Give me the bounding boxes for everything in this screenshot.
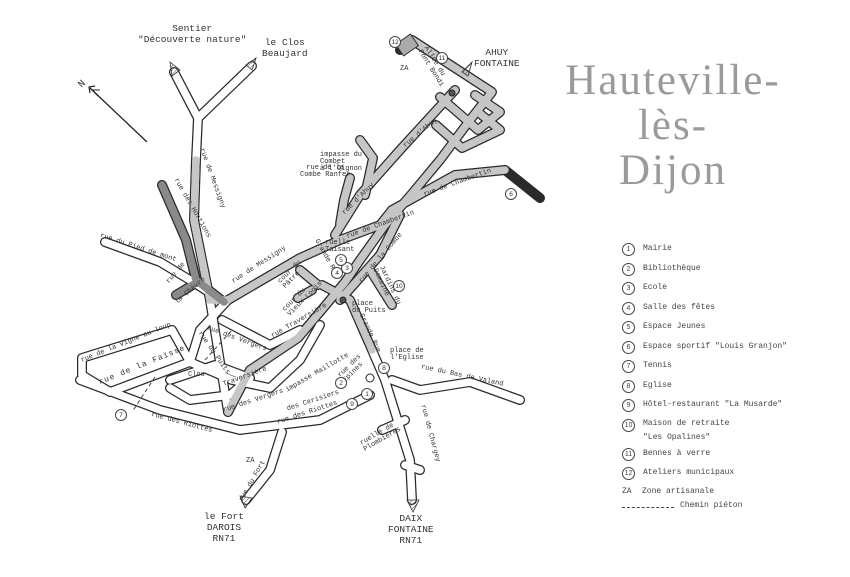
legend-number: 6 xyxy=(622,340,635,354)
map-marker-4[interactable]: 4 xyxy=(331,267,343,279)
dest-ahuy-fontaine: AHUY FONTAINE xyxy=(474,47,520,69)
legend-label: Ecole xyxy=(643,283,668,292)
legend-number: 5 xyxy=(622,321,635,334)
legend-item-ateliers: 12 Ateliers municipaux xyxy=(622,467,822,487)
legend-number: 3 xyxy=(622,282,635,295)
road-network xyxy=(75,35,545,505)
map-marker-2[interactable]: 2 xyxy=(335,377,347,389)
legend-label: Espace sportif "Louis Granjon" xyxy=(643,341,788,351)
small-roundabout xyxy=(365,373,375,383)
map-marker-9[interactable]: 9 xyxy=(346,398,358,410)
legend-item-bennes: 11 Bennes à verre xyxy=(622,447,822,468)
arrow-clos-beaujard-icon xyxy=(245,56,257,71)
map-marker-8[interactable]: 8 xyxy=(378,362,390,374)
legend-item-chemin-pieton: Chemin piéton xyxy=(622,501,822,510)
legend-number: 9 xyxy=(622,399,635,412)
legend-item-espace-jeunes: 5 Espace Jeunes xyxy=(622,321,822,341)
title-line-2: lès- xyxy=(637,102,709,150)
legend-label: Hôtel-restaurant "La Musarde" xyxy=(643,400,783,409)
dest-sentier: Sentier "Découverte nature" xyxy=(138,23,247,45)
legend-za-code: ZA xyxy=(622,486,632,496)
map-marker-11[interactable]: 11 xyxy=(436,52,448,64)
legend-item-bibliotheque: 2 Bibliothèque xyxy=(622,262,822,283)
dashed-line-icon xyxy=(622,501,674,508)
dest-daix: DAIX FONTAINE RN71 xyxy=(388,513,434,546)
street-place-eglise: place de l'Eglise xyxy=(390,347,424,362)
legend-number: 1 xyxy=(622,243,635,256)
legend-label-2: "Les Opalines" xyxy=(643,432,711,442)
legend-label: Bennes à verre xyxy=(643,448,711,458)
arrow-ahuy-icon xyxy=(461,60,473,77)
legend-path-label: Chemin piéton xyxy=(680,500,743,510)
arrow-daix-icon xyxy=(406,499,420,513)
legend-label: Espace Jeunes xyxy=(643,322,706,331)
arrow-le-fort-icon xyxy=(239,495,253,509)
dest-le-fort: le Fort DAROIS RN71 xyxy=(204,511,244,544)
legend-label: Ateliers municipaux xyxy=(643,468,735,477)
legend-label: Eglise xyxy=(643,380,672,390)
legend-item-espace-sportif: 6 Espace sportif "Louis Granjon" xyxy=(622,340,822,361)
map-marker-1[interactable]: 1 xyxy=(361,388,373,400)
title-line-1: Hauteville- xyxy=(565,57,781,104)
ateliers-zone xyxy=(394,33,420,57)
legend-number: 2 xyxy=(622,262,635,276)
street-combe-ranfer: rue de la Combe Ranfer xyxy=(300,164,351,179)
legend-item-tennis: 7 Tennis xyxy=(622,360,822,380)
legend-number: 7 xyxy=(622,360,635,373)
legend-item-za: ZA Zone artisanale xyxy=(622,487,822,501)
legend-label: Salle des fêtes xyxy=(643,302,716,312)
legend-number: 10 xyxy=(622,418,635,432)
legend-label: Maison de retraite xyxy=(643,418,730,428)
legend-item-hotel: 9 Hôtel-restaurant "La Musarde" xyxy=(622,399,822,419)
title-line-3: Dijon xyxy=(619,147,727,195)
map-title: Hauteville- lès- Dijon xyxy=(558,57,788,195)
destination-arrows xyxy=(169,56,473,513)
map-marker-7[interactable]: 7 xyxy=(115,409,127,421)
legend-item-mairie: 1 Mairie xyxy=(622,243,822,263)
dest-clos-beaujard: le Clos Beaujard xyxy=(262,37,308,59)
north-arrow-icon xyxy=(88,85,148,143)
legend-item-eglise: 8 Eglise xyxy=(622,379,822,400)
legend-za-label: Zone artisanale xyxy=(642,486,715,496)
za-fort-label: ZA xyxy=(246,457,255,465)
legend-item-salle-fetes: 4 Salle des fêtes xyxy=(622,301,822,322)
street-place-puits: place du Puits xyxy=(352,300,386,315)
legend-number: 4 xyxy=(622,301,635,315)
legend-label: Mairie xyxy=(643,244,672,253)
place-du-puits-point xyxy=(339,296,347,304)
street-ruelle-taisant: ruelle Taisant xyxy=(325,239,355,254)
legend-label: Tennis xyxy=(643,361,672,370)
legend-item-ecole: 3 Ecole xyxy=(622,282,822,302)
street-clos: Clos xyxy=(188,371,205,379)
map-marker-6[interactable]: 6 xyxy=(505,188,517,200)
map-marker-5[interactable]: 5 xyxy=(335,254,347,266)
za-north-label: ZA xyxy=(400,65,409,73)
ahuy-roundabout-point xyxy=(448,89,456,97)
arrow-sentier-icon xyxy=(169,61,181,77)
legend-number: 12 xyxy=(622,467,635,480)
legend-label: Bibliothèque xyxy=(643,263,701,273)
legend: 1 Mairie 2 Bibliothèque 3 Ecole 4 Salle des … xyxy=(622,243,822,510)
map-marker-10[interactable]: 10 xyxy=(393,280,405,292)
legend-item-maison-retraite: 10 Maison de retraite "Les Opalines" xyxy=(622,418,822,448)
map-marker-12[interactable]: 12 xyxy=(389,36,401,48)
legend-number: 8 xyxy=(622,379,635,393)
legend-number: 11 xyxy=(622,447,635,461)
street-impasse-combet: impasse du Combet à l'Oignon xyxy=(320,151,363,173)
